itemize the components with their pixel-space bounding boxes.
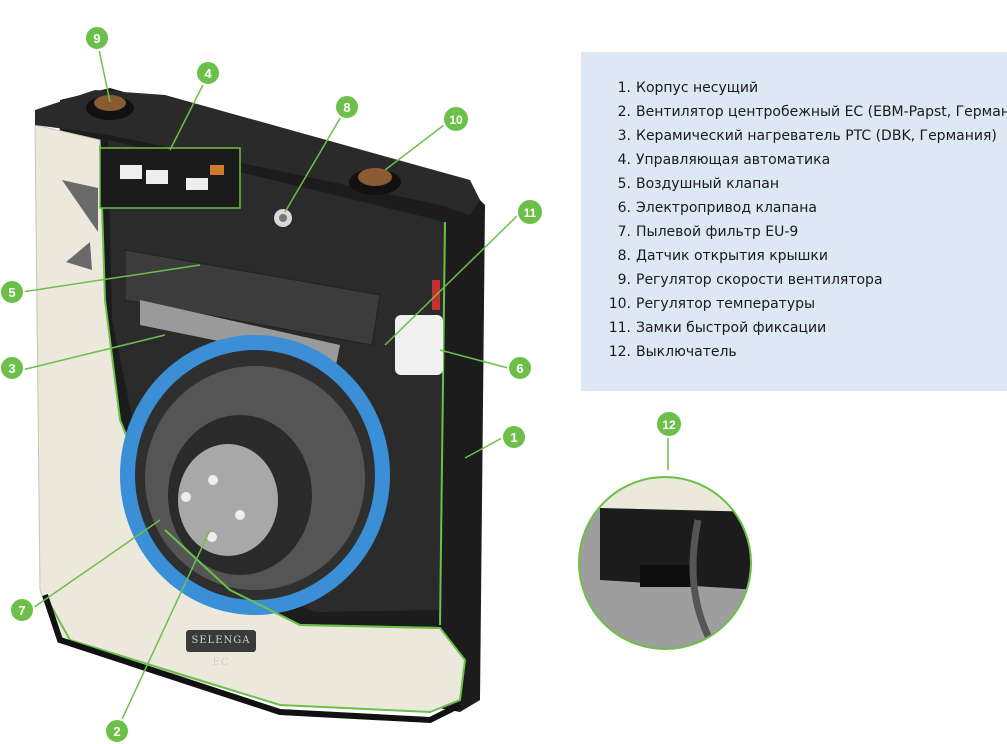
legend-item: 10.Регулятор температуры [608,296,816,312]
svg-text:12: 12 [662,418,676,432]
svg-text:10: 10 [449,113,463,127]
svg-text:2: 2 [113,724,120,739]
legend-panel: 1.Корпус несущий 2.Вентилятор центробежн… [581,52,1007,391]
svg-text:3: 3 [8,361,15,376]
legend-list: 1.Корпус несущий 2.Вентилятор центробежн… [581,79,1007,367]
callout-7: 7 [9,597,35,623]
legend-item: 5.Воздушный клапан [617,176,780,192]
legend-item: 12.Выключатель [608,344,737,360]
callout-5: 5 [0,279,25,305]
svg-text:7: 7 [18,603,25,618]
callout-1: 1 [501,424,527,450]
callout-11: 11 [516,198,544,226]
legend-item: 8.Датчик открытия крышки [617,248,828,264]
callout-10: 10 [442,105,470,133]
svg-text:5: 5 [8,285,15,300]
device-body [34,88,485,724]
callout-2: 2 [104,718,130,744]
legend-item: 6.Электропривод клапана [617,200,817,216]
legend-item: 3.Керамический нагреватель PTC (DBK, Гер… [617,128,997,144]
callout-3: 3 [0,355,25,381]
legend-item: 11.Замки быстрой фиксации [608,320,827,336]
legend-item: 4.Управляющая автоматика [617,152,831,168]
callout-8: 8 [334,94,360,120]
callout-6: 6 [507,355,533,381]
svg-text:8: 8 [343,100,350,115]
legend-item: 9.Регулятор скорости вентилятора [617,272,883,288]
svg-text:1: 1 [510,430,517,445]
legend-item: 2.Вентилятор центробежный EC (EBM-Papst,… [617,104,1007,120]
callout-9: 9 [84,25,110,51]
legend-item: 1.Корпус несущий [617,80,759,96]
leader-lines [21,39,669,731]
svg-text:6: 6 [516,361,523,376]
callout-4: 4 [195,60,221,86]
svg-text:11: 11 [524,206,537,220]
brand-plate: SELENGA EC [186,630,256,668]
svg-text:9: 9 [93,31,100,46]
switch-inset [578,476,752,650]
legend-item: 7.Пылевой фильтр EU-9 [617,224,799,240]
callout-12: 12 [655,410,683,438]
svg-text:4: 4 [204,66,212,81]
